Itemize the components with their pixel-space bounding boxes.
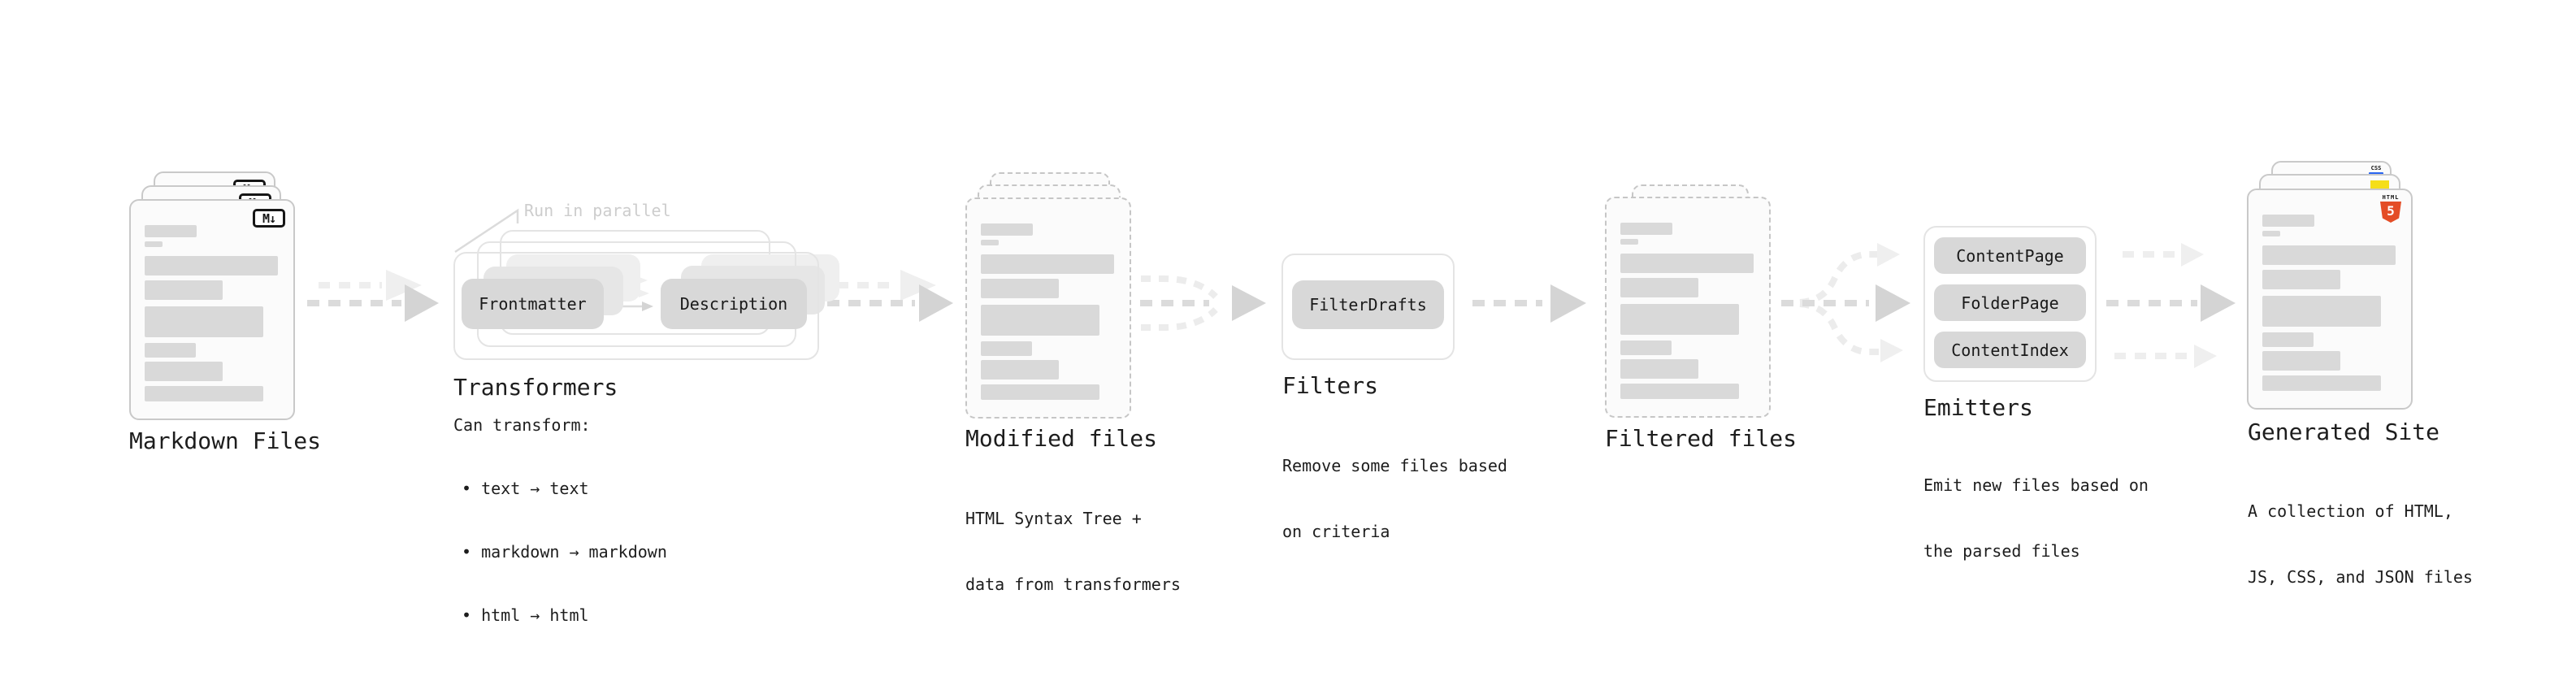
stage-title-transformers: Transformers xyxy=(453,374,618,401)
emitter-step-label: FolderPage xyxy=(1961,293,2059,313)
transformer-step-description: Description xyxy=(661,279,807,329)
text-line-bar xyxy=(1620,254,1754,273)
arrows-emitters-to-site xyxy=(2106,243,2236,368)
text-line-bar xyxy=(1620,239,1638,245)
filter-step-filterdrafts: FilterDrafts xyxy=(1292,280,1444,329)
desc-line: on criteria xyxy=(1282,522,1390,541)
bullet-item: • text → text xyxy=(462,479,589,498)
desc-line: JS, CSS, and JSON files xyxy=(2248,567,2473,587)
desc-line: the parsed files xyxy=(1923,541,2080,561)
text-line-bar xyxy=(145,306,263,337)
css-icon-label: CSS xyxy=(2370,165,2382,171)
text-line-bar xyxy=(981,240,999,245)
arrow-filtered-to-emitters xyxy=(1781,243,1910,362)
text-line-bar xyxy=(1620,359,1698,379)
stage-title-emitters: Emitters xyxy=(1923,394,2033,421)
text-line-bar xyxy=(2262,375,2381,391)
text-line-bar xyxy=(981,223,1033,236)
stage-title-filters: Filters xyxy=(1282,372,1379,399)
text-line-bar xyxy=(145,225,197,237)
arrow-filters-to-filtered xyxy=(1472,284,1586,323)
stage-title-modified-files: Modified files xyxy=(965,425,1158,452)
text-line-bar xyxy=(145,256,278,275)
text-line-bar xyxy=(2262,332,2314,347)
html5-icon-number: 5 xyxy=(2387,203,2395,219)
emitter-step-contentindex: ContentIndex xyxy=(1934,332,2086,368)
bullet-item: • html → html xyxy=(462,605,589,625)
arrow-modified-to-filters xyxy=(1140,275,1266,331)
transformer-step-label: Frontmatter xyxy=(479,294,587,314)
desc-line: A collection of HTML, xyxy=(2248,501,2453,521)
generated-site-desc: A collection of HTML, JS, CSS, and JSON … xyxy=(2248,457,2473,632)
desc-line: Emit new files based on xyxy=(1923,475,2149,495)
text-line-bar xyxy=(981,279,1059,298)
run-in-parallel-callout: Run in parallel xyxy=(524,201,671,220)
emitter-step-folderpage: FolderPage xyxy=(1934,284,2086,321)
modified-files-desc: HTML Syntax Tree + data from transformer… xyxy=(965,464,1181,640)
emitter-step-contentpage: ContentPage xyxy=(1934,237,2086,274)
text-line-bar xyxy=(2262,215,2314,227)
html5-icon-shield: 5 xyxy=(2380,202,2401,223)
text-line-bar xyxy=(2262,296,2381,327)
text-line-bar xyxy=(145,362,223,381)
text-line-bar xyxy=(1620,278,1698,297)
text-line-bar xyxy=(1620,304,1739,335)
html5-icon: HTML 5 xyxy=(2380,194,2401,223)
transformer-step-frontmatter: Frontmatter xyxy=(462,279,604,329)
desc-line: HTML Syntax Tree + xyxy=(965,509,1142,528)
text-line-bar xyxy=(145,343,196,358)
filter-step-label: FilterDrafts xyxy=(1309,295,1427,314)
transformer-step-label: Description xyxy=(679,294,788,314)
stage-title-generated-site: Generated Site xyxy=(2248,419,2440,445)
file-card-front xyxy=(1605,197,1771,418)
run-in-parallel-leader-line xyxy=(454,208,519,254)
text-line-bar xyxy=(981,254,1114,274)
file-card-front: HTML 5 xyxy=(2247,189,2413,410)
text-line-bar xyxy=(1620,384,1739,399)
transformer-layer-front xyxy=(453,252,819,360)
arrow-transformers-to-modified xyxy=(827,270,953,322)
filters-desc: Remove some files based on criteria xyxy=(1282,411,1507,587)
text-line-bar xyxy=(2262,231,2280,236)
emitter-step-label: ContentIndex xyxy=(1951,340,2069,360)
text-line-bar xyxy=(2262,270,2340,289)
bullet-item: • markdown → markdown xyxy=(462,542,667,562)
text-line-bar xyxy=(981,384,1099,400)
text-line-bar xyxy=(145,280,223,300)
emitter-step-label: ContentPage xyxy=(1956,245,2064,266)
arrow-markdown-to-transformers xyxy=(307,270,439,322)
text-line-bar xyxy=(2262,245,2396,265)
text-line-bar xyxy=(981,341,1032,356)
emitters-desc: Emit new files based on the parsed files xyxy=(1923,431,2149,606)
desc-line: data from transformers xyxy=(965,575,1181,594)
markdown-icon-label: M↓ xyxy=(262,210,276,226)
desc-line: Remove some files based xyxy=(1282,456,1507,475)
transformers-note-heading: Can transform: xyxy=(453,415,591,435)
text-line-bar xyxy=(981,360,1059,380)
text-line-bar xyxy=(981,305,1099,336)
text-line-bar xyxy=(1620,340,1672,355)
text-line-bar xyxy=(145,386,263,401)
text-line-bar xyxy=(1620,223,1672,235)
text-line-bar xyxy=(2262,351,2340,371)
stage-title-filtered-files: Filtered files xyxy=(1605,425,1798,452)
text-line-bar xyxy=(145,241,163,247)
html5-icon-label: HTML xyxy=(2382,194,2400,201)
stage-title-markdown-files: Markdown Files xyxy=(129,427,322,454)
file-card-front: M↓ xyxy=(129,199,295,420)
markdown-icon: M↓ xyxy=(253,209,285,228)
file-card-front xyxy=(965,197,1131,419)
transformers-bullet-list: • text → text • markdown → markdown • ht… xyxy=(462,436,667,668)
